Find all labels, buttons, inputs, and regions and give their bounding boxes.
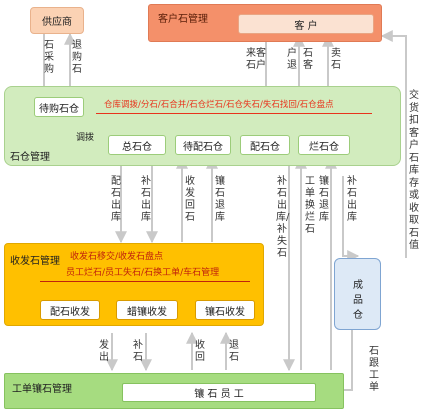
label-setting-return: 镶石退库	[215, 176, 225, 223]
workorder-mgmt-title: 工单镶石管理	[12, 384, 72, 395]
label-return-stone: 退石	[229, 340, 239, 363]
issue-recv-label: 配石收发	[50, 306, 90, 318]
label-recover: 收回	[195, 340, 205, 363]
set-recv-node: 镶石收发	[195, 300, 255, 320]
wax-recv-label: 蜡镶收发	[127, 306, 167, 318]
pending-purchase-node: 待购石仓	[34, 97, 84, 117]
supplier-label: 供应商	[42, 17, 72, 28]
label-exchange: 交货扣客户石库存或收取石值	[409, 90, 419, 251]
main-warehouse-label: 总石仓	[122, 141, 152, 153]
label-return-purchase: 退购石	[72, 40, 82, 75]
issue-recv-node: 配石收发	[40, 300, 100, 320]
label-stone-follow: 石跟工单	[369, 346, 379, 393]
label-replenish-out-2: 补石出库	[347, 176, 357, 223]
arrow-exchange	[380, 30, 407, 258]
transfer-label: 调拨	[76, 133, 95, 143]
finished-warehouse-node	[334, 258, 381, 330]
label-stone-purchase: 石采购	[44, 40, 54, 75]
pending-issue-node: 待配石仓	[175, 135, 231, 155]
supplier-node: 供应商	[30, 7, 84, 34]
dispatch-ops-line-2: 员工烂石/员工失石/石换工单/车石管理	[66, 268, 220, 278]
warehouse-ops-text: 仓库调拨/分石/石合并/石仓烂石/石仓失石/失石找回/石仓盘点	[104, 100, 334, 110]
customer-label: 客 户	[294, 20, 318, 32]
dispatch-mgmt-title: 收发石管理	[10, 256, 60, 267]
label-recv-recover: 收发回石	[185, 176, 195, 223]
label-issue-out: 配石出库	[111, 176, 121, 223]
finished-warehouse-label: 成品仓	[353, 280, 363, 321]
pending-issue-label: 待配石仓	[183, 141, 223, 153]
broken-warehouse-node: 烂石仓	[298, 135, 350, 155]
set-recv-label: 镶石收发	[205, 306, 245, 318]
customer-mgmt-title: 客户石管理	[158, 14, 208, 25]
label-return-customer-2: 石客	[303, 48, 313, 71]
warehouse-ops-divider	[96, 113, 372, 114]
arrow-replenish-out-2	[342, 176, 360, 262]
customer-node: 客 户	[238, 14, 374, 34]
label-replenish: 补石	[133, 340, 143, 363]
label-replenish-out: 补石出库	[141, 176, 151, 223]
wax-recv-node: 蜡镶收发	[116, 300, 178, 320]
label-customer-incoming: 来客石户	[246, 48, 266, 71]
pending-purchase-label: 待购石仓	[39, 103, 79, 115]
warehouse-mgmt-title: 石仓管理	[10, 152, 50, 163]
issue-warehouse-label: 配石仓	[250, 141, 280, 153]
label-replenish-lost: 补石出库/补失石	[276, 176, 290, 259]
dispatch-ops-line-1: 收发石移交/收发石盘点	[70, 252, 164, 262]
setter-node: 镶 石 员 工	[122, 383, 316, 402]
setter-label: 镶 石 员 工	[194, 389, 244, 400]
label-setting-return-2: 镶石退库	[319, 176, 329, 223]
dispatch-ops-divider	[40, 281, 250, 282]
broken-warehouse-label: 烂石仓	[309, 141, 339, 153]
label-workorder-swap: 工单换烂石	[305, 176, 315, 235]
label-return-customer-1: 户退	[287, 48, 297, 71]
label-sell-stone: 卖石	[331, 48, 341, 71]
label-send-out: 发出	[99, 340, 109, 363]
main-warehouse-node: 总石仓	[108, 135, 166, 155]
issue-warehouse-node: 配石仓	[240, 135, 290, 155]
